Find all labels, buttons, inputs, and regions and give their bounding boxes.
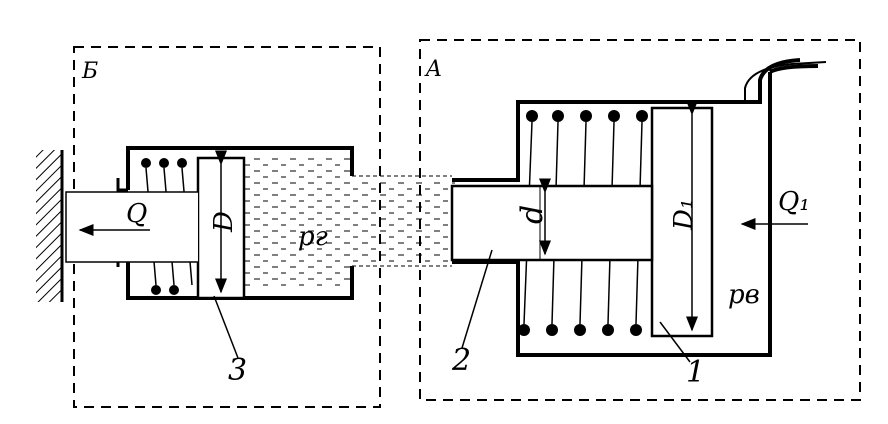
label-force-q: Q: [126, 199, 147, 229]
label-pressure-air: pв: [728, 280, 760, 310]
label-diameter-small: d: [515, 205, 550, 224]
label-diameter-d1: D₁: [669, 199, 699, 231]
label-flow-q1: Q₁: [778, 187, 810, 217]
label-pressure-fluid: pг: [298, 222, 328, 252]
hydraulic-fluid: [245, 155, 455, 290]
leader-2: [461, 249, 493, 349]
fixed-wall: [36, 150, 64, 302]
output-rod: [65, 191, 198, 263]
callout-2: 2: [451, 343, 471, 378]
air-supply-pipe: [744, 61, 827, 100]
plunger-2: [450, 184, 654, 262]
leader-3: [213, 295, 239, 359]
callout-3: 3: [228, 353, 247, 388]
cylinder-a-body: [452, 58, 819, 357]
callout-1: 1: [686, 355, 705, 390]
leader-1: [659, 321, 691, 363]
label-diameter-big: D: [209, 211, 239, 233]
label-zone-b: Б: [81, 59, 98, 84]
piston-1: [650, 106, 714, 338]
label-zone-a: A: [424, 57, 442, 82]
